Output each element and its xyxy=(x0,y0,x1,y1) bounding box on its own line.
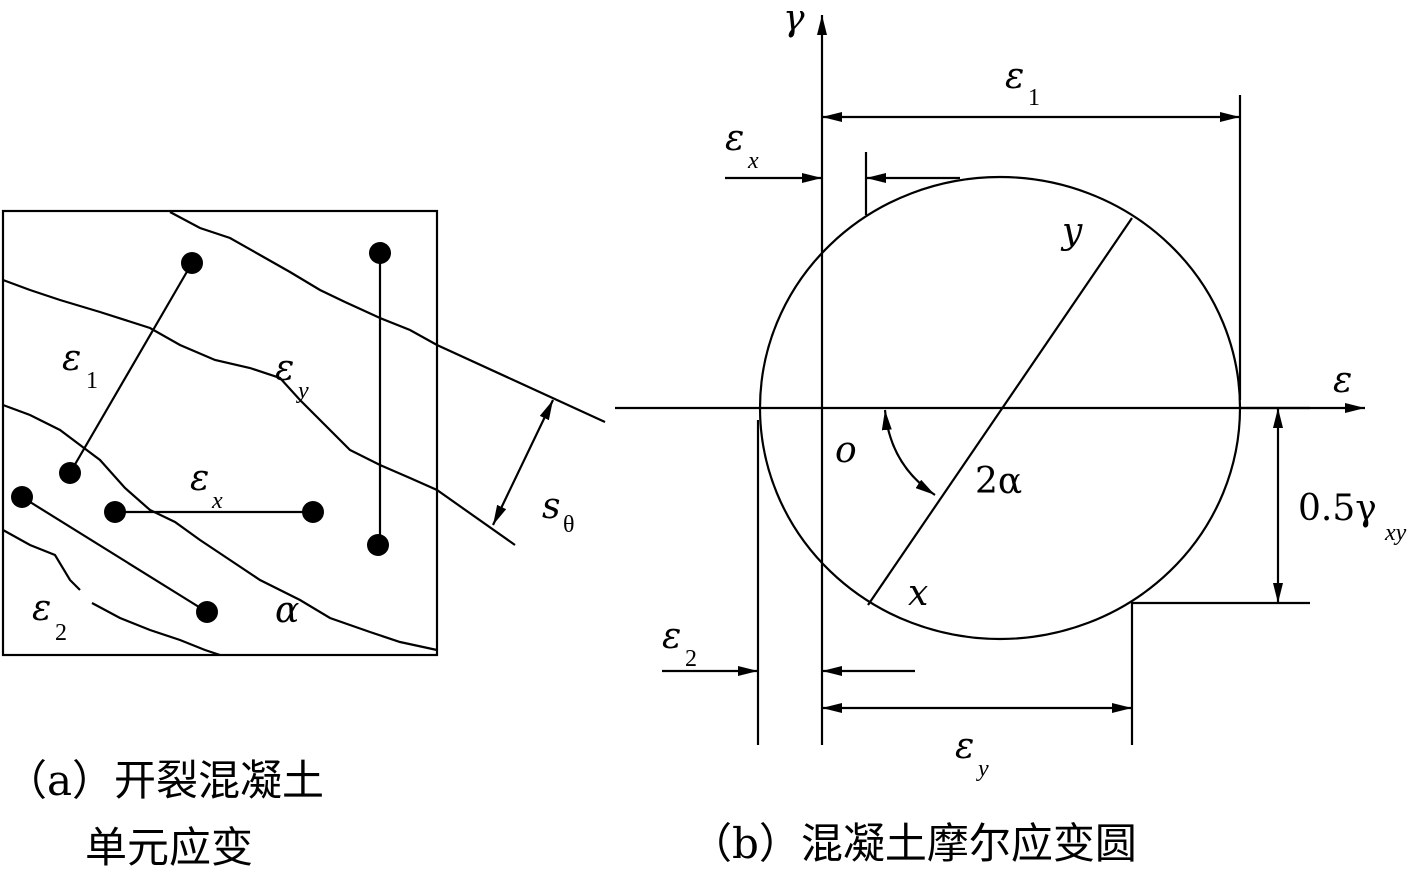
label-eps2: ε xyxy=(662,616,681,657)
label-s-theta-sub: θ xyxy=(563,512,575,538)
diameter-line xyxy=(867,217,1133,606)
label-epsx: ε xyxy=(190,458,209,499)
label-eps1-sub: 1 xyxy=(1028,85,1040,111)
caption-b: （b）混凝土摩尔应变圆 xyxy=(690,819,1137,868)
label-epsx-sub: x xyxy=(211,488,223,514)
label-eps2-sub: 2 xyxy=(685,646,697,672)
label-epsy: ε xyxy=(275,348,294,389)
crack-line xyxy=(2,278,516,546)
angle-arc-arrow xyxy=(881,409,936,496)
label-eps1: ε xyxy=(1005,56,1024,97)
caption-a-line1: （a）开裂混凝土 xyxy=(5,756,324,805)
label-half-gamma: 0.5γ xyxy=(1298,488,1377,529)
label-eps2-sub: 2 xyxy=(55,620,67,646)
panel-a-cracked-element: ε 1 ε y ε x ε 2 α s θ （a）开裂混凝土 单元应变 xyxy=(1,209,606,872)
label-origin: o xyxy=(835,430,857,471)
label-epsx-sub: x xyxy=(747,148,759,174)
label-half-gamma-sub: xy xyxy=(1384,520,1407,546)
label-eps1-sub: 1 xyxy=(86,368,98,394)
gauge-line-eps1 xyxy=(69,262,193,474)
label-gamma: γ xyxy=(783,0,805,39)
label-epsy-sub: y xyxy=(296,378,309,404)
element-box xyxy=(1,209,439,657)
label-x: x xyxy=(908,573,928,614)
panel-b-mohr-circle: γ ε ε 1 ε x y x o 2α 0.5γ xy ε 2 ε y （b）… xyxy=(615,0,1407,868)
extension-line xyxy=(1130,601,1310,745)
label-epsx: ε xyxy=(725,118,744,159)
label-eps1: ε xyxy=(62,338,81,379)
crack-line xyxy=(2,529,81,591)
gauge-points xyxy=(11,242,391,623)
label-epsy: ε xyxy=(955,726,974,767)
label-eps-axis: ε xyxy=(1333,360,1352,401)
crack-line xyxy=(2,403,438,652)
crack-line xyxy=(91,602,221,657)
label-eps2: ε xyxy=(32,588,51,629)
crack-line xyxy=(169,211,606,423)
label-2alpha: 2α xyxy=(975,461,1022,502)
label-alpha: α xyxy=(275,590,299,631)
label-s-theta: s xyxy=(542,486,560,527)
caption-a-line2: 单元应变 xyxy=(85,823,253,872)
label-y: y xyxy=(1060,211,1083,252)
label-epsy-sub: y xyxy=(976,756,989,782)
crack-spacing-arrow xyxy=(492,399,554,526)
gauge-line-eps2 xyxy=(21,496,208,613)
